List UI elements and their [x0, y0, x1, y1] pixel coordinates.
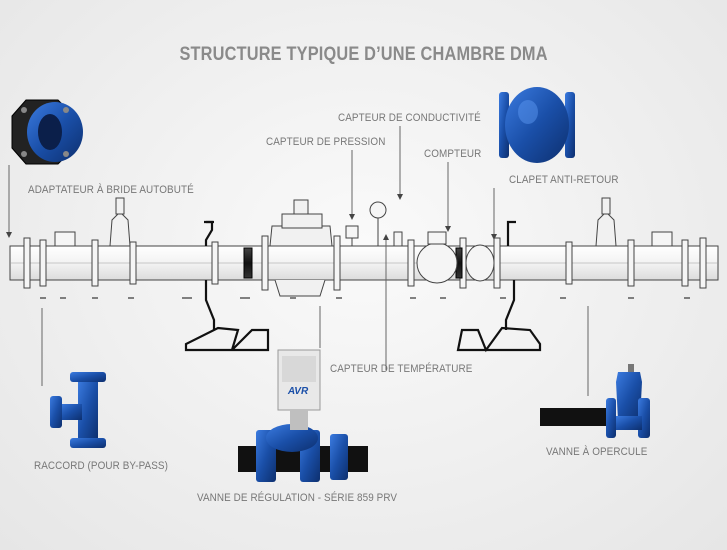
gate-valve-product: [540, 364, 650, 438]
check-valve-product: [499, 87, 575, 163]
label-capteur-conductivite: CAPTEUR DE CONDUCTIVITÉ: [338, 112, 481, 124]
label-clapet: CLAPET ANTI-RETOUR: [509, 174, 619, 186]
main-pipeline: [9, 197, 719, 297]
label-compteur: COMPTEUR: [424, 148, 482, 160]
leader-arrowheads: [6, 194, 497, 240]
page-title: STRUCTURE TYPIQUE D’UNE CHAMBRE DMA: [179, 44, 548, 65]
label-vanne-regulation: VANNE DE RÉGULATION - SÉRIE 859 PRV: [197, 492, 398, 504]
label-adaptateur: ADAPTATEUR À BRIDE AUTOBUTÉ: [28, 184, 194, 196]
flange-adapter-product: [11, 99, 83, 165]
pipe-supports: [184, 220, 542, 353]
leader-lines: [8, 126, 589, 396]
avr-logo-text: AVR: [287, 386, 309, 397]
label-raccord: RACCORD (POUR BY-PASS): [34, 460, 169, 472]
label-capteur-pression: CAPTEUR DE PRESSION: [266, 136, 386, 148]
label-capteur-temperature: CAPTEUR DE TEMPÉRATURE: [330, 363, 473, 375]
tee-fitting-product: [50, 372, 106, 448]
regulating-valve-product: AVR: [238, 349, 368, 482]
label-vanne-opercule: VANNE À OPERCULE: [546, 446, 648, 458]
